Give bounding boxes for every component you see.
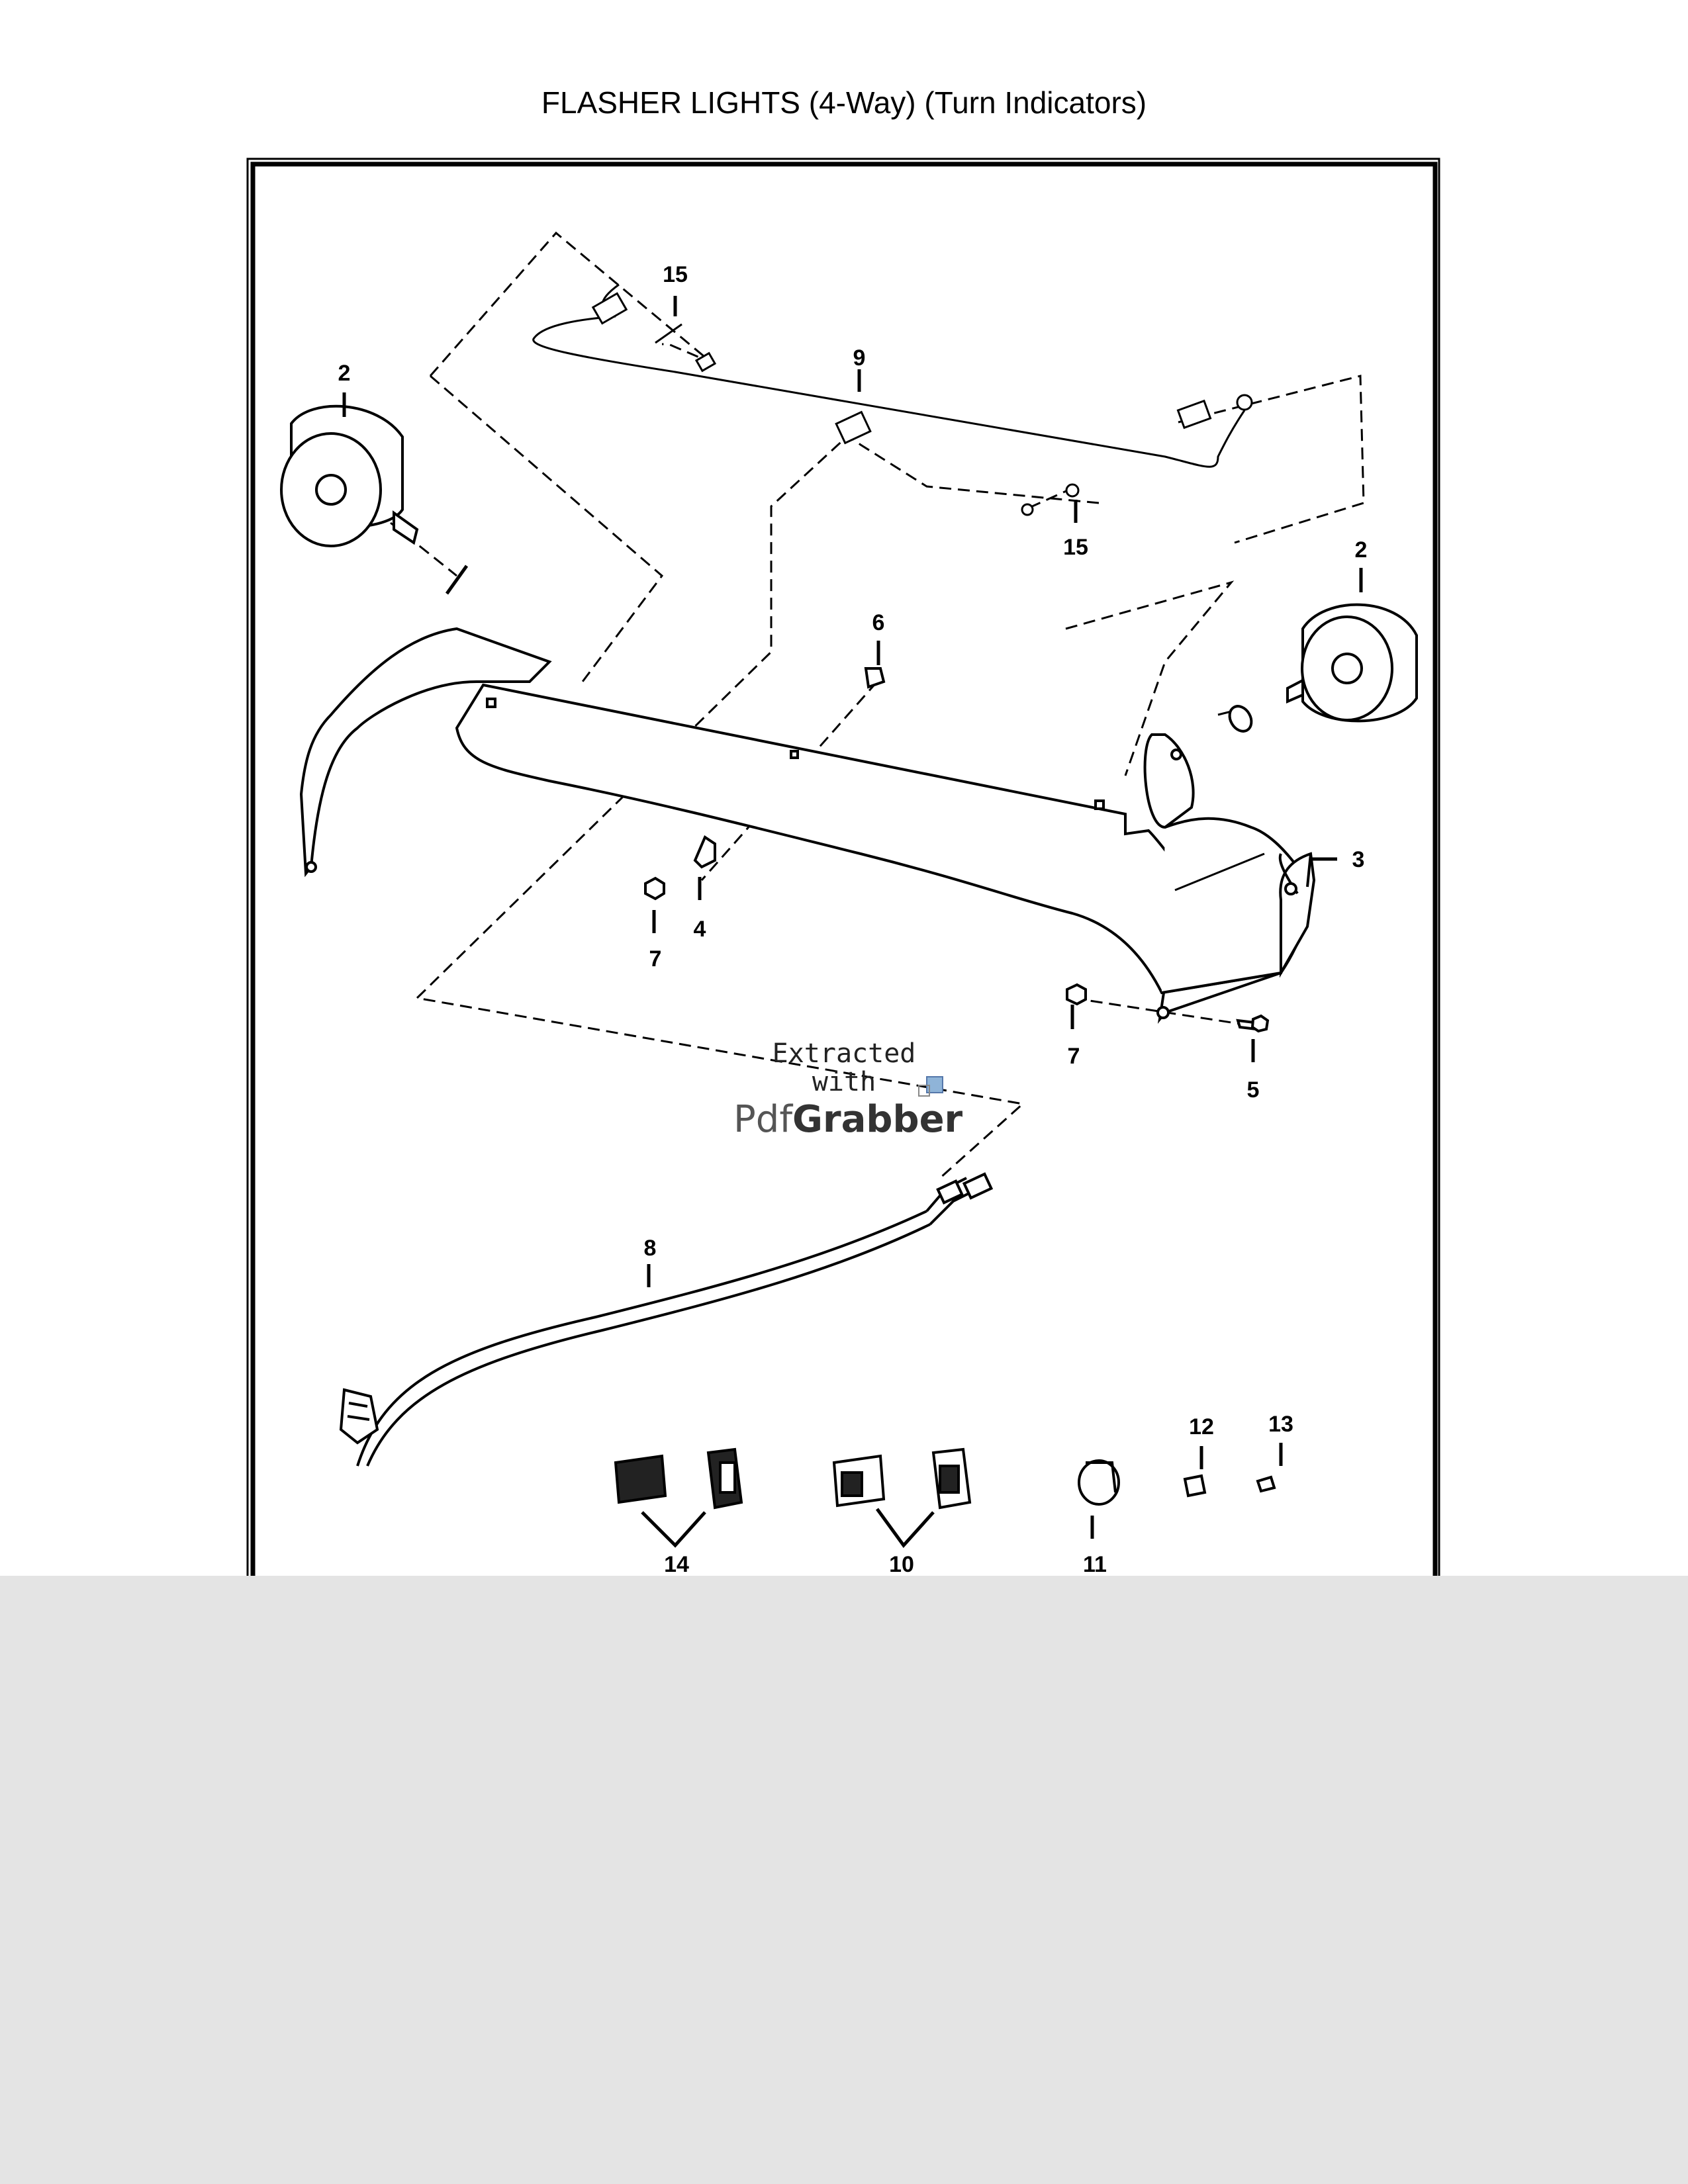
callout-15a: 15 bbox=[663, 262, 688, 287]
callout-14: 14 bbox=[664, 1552, 689, 1577]
callout-8: 8 bbox=[644, 1236, 657, 1261]
callout-13: 13 bbox=[1268, 1412, 1293, 1437]
page-bottom-gray-area bbox=[0, 1576, 1688, 2184]
left-flasher-lamp bbox=[280, 404, 469, 595]
watermark-line1: Extracted bbox=[773, 1038, 916, 1069]
callout-labels: 15 2 9 15 2 6 3 4 7 7 5 8 12 13 14 10 11 bbox=[338, 262, 1368, 1577]
callout-15b: 15 bbox=[1063, 535, 1088, 560]
callout-6: 6 bbox=[872, 610, 885, 635]
callout-5: 5 bbox=[1247, 1077, 1260, 1103]
watermark-brand-a: Pdf bbox=[733, 1098, 793, 1141]
switch-components bbox=[614, 1447, 1276, 1510]
callout-9: 9 bbox=[853, 345, 866, 371]
leader-lines bbox=[342, 296, 1363, 1548]
callout-7a: 7 bbox=[649, 946, 662, 972]
callout-2a: 2 bbox=[338, 361, 351, 386]
watermark-brand-b: Grabber bbox=[792, 1098, 963, 1141]
callout-7b: 7 bbox=[1068, 1044, 1080, 1069]
watermark-line2: with bbox=[812, 1067, 876, 1097]
callout-12: 12 bbox=[1189, 1414, 1214, 1439]
callout-4: 4 bbox=[694, 917, 706, 942]
callout-11: 11 bbox=[1083, 1552, 1107, 1577]
pdfgrabber-watermark: Extracted with PdfGrabber bbox=[733, 1038, 963, 1141]
callout-2b: 2 bbox=[1355, 537, 1368, 563]
callout-3: 3 bbox=[1352, 847, 1365, 872]
upper-wiring-harness bbox=[532, 283, 1253, 516]
right-flasher-lamp bbox=[1228, 603, 1418, 733]
watermark-brand: PdfGrabber bbox=[733, 1098, 963, 1141]
page-title: FLASHER LIGHTS (4-Way) (Turn Indicators) bbox=[541, 85, 1147, 120]
callout-10: 10 bbox=[889, 1552, 914, 1577]
mounting-bracket bbox=[299, 627, 1316, 1024]
watermark-logo-shadow-icon bbox=[918, 1085, 930, 1097]
lower-wiring-harness bbox=[339, 1172, 994, 1467]
hardware-fasteners bbox=[644, 667, 1270, 1033]
